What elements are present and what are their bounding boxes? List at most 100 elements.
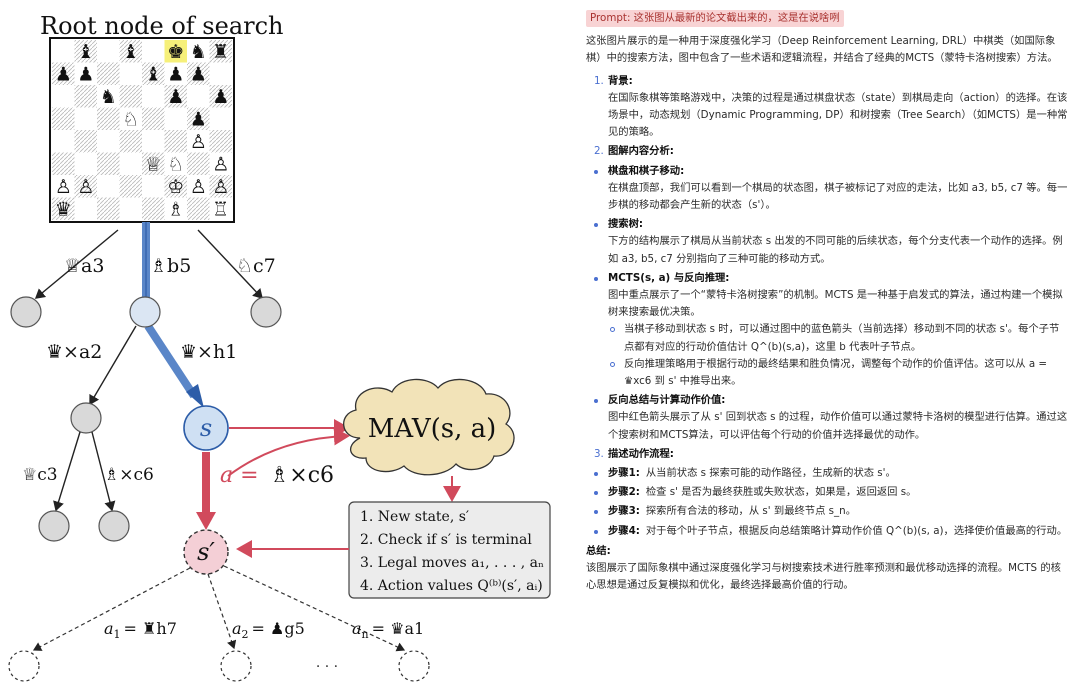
board-square-h2: [209, 175, 232, 198]
board-square-f2: [164, 175, 187, 198]
bullet-dot: [594, 399, 598, 404]
bullet-title: 搜索树:: [608, 218, 644, 231]
edge-xc6-left: [91, 431, 116, 512]
board-square-b8: [74, 40, 97, 63]
board-square-a7: [52, 62, 75, 85]
board-square-c8: [97, 40, 120, 63]
step-item-1: 1. New state, s′: [360, 509, 469, 525]
move-label-xc6: ♗×c6: [104, 465, 154, 485]
bullet-dot: [594, 223, 598, 228]
sub-bullet-ring: [610, 361, 615, 367]
board-square-e8: [142, 40, 165, 63]
search-tree-figure: Root node of search ♝♝♚♞♜♟♟♝♟♟♞♟♟♘♟♙♕♘♙♙…: [8, 12, 551, 682]
board-square-h8: [209, 40, 232, 63]
board-square-b6: [74, 85, 97, 108]
chess-piece-f1: ♗: [167, 199, 184, 221]
summary-body: 该图展示了国际象棋中通过深度强化学习与树搜索技术进行胜率预测和最优移动选择的流程…: [586, 562, 1061, 592]
node-b5: [129, 296, 161, 328]
board-square-d6: [119, 85, 142, 108]
step-text: 从当前状态 s 探索可能的动作路径，生成新的状态 s'。: [645, 467, 896, 480]
board-square-h6: [209, 85, 232, 108]
edge-a3: [34, 229, 119, 299]
leaf-ellipsis: · · ·: [316, 659, 338, 675]
chess-piece-b7: ♟: [77, 64, 94, 86]
board-square-c1: [97, 197, 120, 220]
node-c7: [250, 296, 282, 328]
section-flow: 3. 描述动作流程:: [586, 446, 1068, 463]
chess-piece-a7: ♟: [55, 64, 72, 86]
board-square-e4: [142, 130, 165, 153]
prompt-text: Prompt: 这张图从最新的论文截出来的，这是在说啥咧: [586, 10, 844, 28]
chess-piece-a1: ♛: [55, 199, 72, 221]
board-square-e7: [142, 62, 165, 85]
board-square-g1: [187, 197, 210, 220]
bullet-dot: [594, 510, 598, 515]
board-square-b2: [74, 175, 97, 198]
leaf-label-an: an= ♛a1: [352, 619, 424, 641]
sub-bullet-ring: [610, 327, 615, 333]
board-square-a8: [52, 40, 75, 63]
steps-list: 1. New state, s′ 2. Check if s′ is termin…: [360, 509, 544, 594]
bullet-body: 在棋盘顶部，我们可以看到一个棋局的状态图，棋子被标记了对应的走法，比如 a3, …: [608, 181, 1068, 212]
step-row: 步骤1: 从当前状态 s 探索可能的动作路径，生成新的状态 s'。: [586, 465, 1068, 482]
chess-piece-e7: ♝: [145, 64, 162, 86]
board-square-h5: [209, 107, 232, 130]
step-label: 步骤4:: [608, 524, 640, 537]
board-square-d8: [119, 40, 142, 63]
board-square-h7: [209, 62, 232, 85]
bullet-dot: [594, 491, 598, 496]
section-title: 背景:: [608, 74, 633, 87]
bullet-body: 下方的结构展示了棋局从当前状态 s 出发的不同可能的后续状态，每个分支代表一个动…: [608, 235, 1063, 265]
board-square-f8: [164, 40, 187, 63]
bullet-dot: [594, 276, 598, 281]
figure-canvas: Root node of search ♝♝♚♞♜♟♟♝♟♟♞♟♟♘♟♙♕♘♙♙…: [8, 12, 551, 682]
bullet-title: 棋盘和棋子移动:: [608, 164, 685, 177]
node-sprime-label: s′: [197, 538, 215, 566]
board-square-a4: [52, 130, 75, 153]
move-label-xa2: ♛×a2: [46, 341, 102, 363]
board-square-c4: [97, 130, 120, 153]
board-square-f5: [164, 107, 187, 130]
board-square-d3: [119, 152, 142, 175]
board-square-g8: [187, 40, 210, 63]
section-number: 3.: [594, 447, 604, 460]
step-item-2: 2. Check if s′ is terminal: [360, 532, 532, 548]
step-row: 步骤4:对于每个叶子节点，根据反向总结策略计算动作价值 Q^(b)(s, a)，…: [586, 523, 1068, 540]
move-label-b5: ♗b5: [150, 255, 191, 277]
board-square-h1: [209, 197, 232, 220]
board-square-h4: [209, 130, 232, 153]
bullet-title: 反向总结与计算动作价值:: [608, 394, 726, 407]
bullet-tree: 搜索树: 下方的结构展示了棋局从当前状态 s 出发的不同可能的后续状态，每个分支…: [586, 216, 1068, 268]
board-square-a1: [52, 197, 75, 220]
arrow-action-to-mav: [227, 427, 350, 477]
chess-piece-g5: ♟: [190, 109, 207, 131]
chess-piece-b2: ♙: [77, 176, 94, 198]
board-square-g2: [187, 175, 210, 198]
chess-piece-f6: ♟: [167, 86, 184, 108]
chess-piece-f8: ♚: [167, 41, 184, 63]
board-square-a3: [52, 152, 75, 175]
intro-paragraph: 这张图片展示的是一种用于深度强化学习（Deep Reinforcement Le…: [586, 35, 1058, 65]
bullet-body: 图中红色箭头展示了从 s' 回到状态 s 的过程，动作价值可以通过蒙特卡洛树的模…: [608, 411, 1068, 441]
chess-piece-d5: ♘: [122, 109, 139, 131]
step-label: 步骤1:: [608, 467, 640, 480]
node-sprime: [183, 529, 229, 575]
chess-piece-g4: ♙: [190, 131, 207, 153]
board-square-f1: [164, 197, 187, 220]
board-square-e3: [142, 152, 165, 175]
chess-piece-g8: ♞: [190, 41, 207, 63]
leaf-a1: [8, 650, 40, 682]
edge-c7: [197, 229, 263, 300]
board-square-h3: [209, 152, 232, 175]
node-s-label: s: [200, 414, 212, 442]
board-square-b1: [74, 197, 97, 220]
board-square-b7: [74, 62, 97, 85]
mav-label: MAV(s, a): [368, 414, 497, 444]
step-text: 检查 s' 是否为最终获胜或失败状态，如果是，返回返回 s。: [645, 486, 917, 499]
chess-piece-c6: ♞: [100, 86, 117, 108]
board-square-b5: [74, 107, 97, 130]
mav-cloud: MAV(s, a): [343, 378, 515, 476]
board-square-b4: [74, 130, 97, 153]
board-square-d4: [119, 130, 142, 153]
board-square-d1: [119, 197, 142, 220]
